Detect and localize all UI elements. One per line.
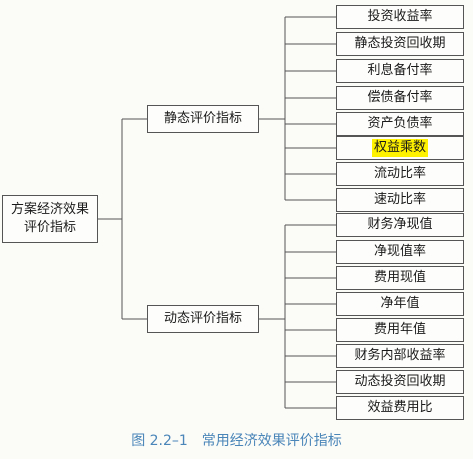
root-label-line1: 方案经济效果 — [10, 202, 89, 217]
highlighted-text: 权益乘数 — [371, 139, 428, 157]
leaf-present-cost: 费用现值 — [336, 266, 464, 290]
dynamic-indicators-label: 动态评价指标 — [163, 311, 242, 326]
static-indicators-label: 静态评价指标 — [163, 111, 242, 126]
leaf-npvr: 净现值率 — [336, 240, 464, 264]
leaf-static-payback: 静态投资回收期 — [336, 32, 464, 56]
dynamic-indicators-node: 动态评价指标 — [147, 305, 259, 333]
figure-caption: 图 2.2–1 常用经济效果评价指标 — [131, 433, 342, 449]
leaf-benefit-cost-ratio: 效益费用比 — [336, 396, 464, 420]
leaf-current-ratio: 流动比率 — [336, 162, 464, 186]
leaf-debt-ratio: 资产负债率 — [336, 112, 464, 136]
leaf-roi: 投资收益率 — [336, 5, 464, 29]
leaf-firr: 财务内部收益率 — [336, 344, 464, 368]
leaf-debt-service-coverage: 偿债备付率 — [336, 86, 464, 110]
leaf-quick-ratio: 速动比率 — [336, 188, 464, 212]
leaf-equity-multiplier: 权益乘数 — [336, 136, 464, 160]
leaf-fnpv: 财务净现值 — [336, 213, 464, 237]
leaf-net-annual-value: 净年值 — [336, 292, 464, 316]
leaf-annual-cost: 费用年值 — [336, 318, 464, 342]
static-indicators-node: 静态评价指标 — [147, 105, 259, 133]
root-node: 方案经济效果 评价指标 — [2, 195, 98, 243]
leaf-dynamic-payback: 动态投资回收期 — [336, 370, 464, 394]
leaf-interest-coverage: 利息备付率 — [336, 59, 464, 83]
root-label-line2: 评价指标 — [23, 220, 76, 235]
